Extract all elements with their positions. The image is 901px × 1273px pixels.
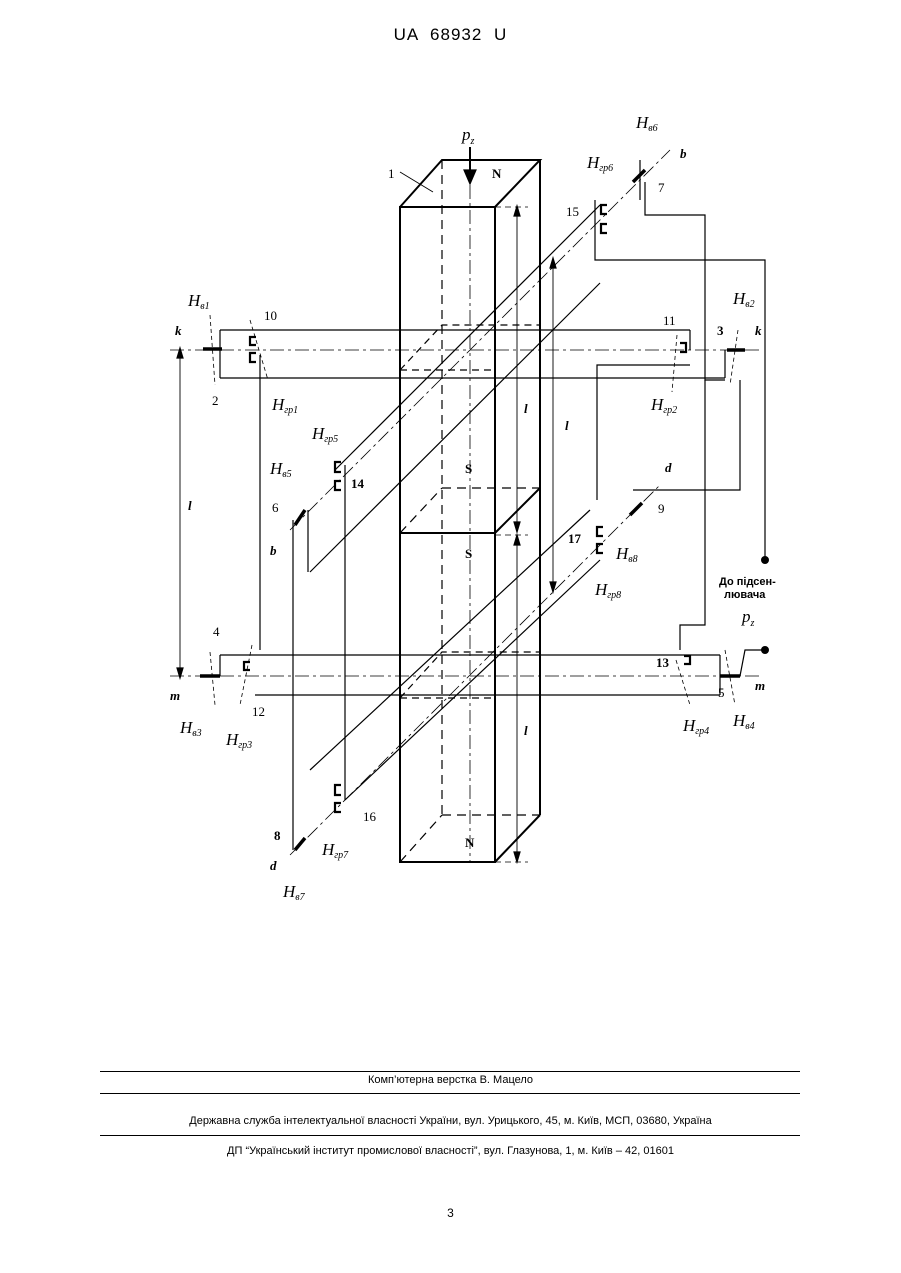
- axis-d-left: d: [270, 858, 277, 873]
- axis-b-left: b: [270, 543, 277, 558]
- footer-layout: Комп’ютерна верстка В. Мацело: [0, 1074, 901, 1086]
- axis-m-left: m: [170, 688, 180, 703]
- sensor-hgr1: Hгр1: [271, 395, 298, 416]
- sensor-hv6: Hв6: [635, 113, 658, 134]
- face-label-mid-upper: S: [465, 461, 472, 476]
- axis-k-right: k: [755, 323, 762, 338]
- footer-divider-2: [100, 1093, 800, 1094]
- footer-divider-1: [100, 1071, 800, 1072]
- label-7: 7: [658, 180, 665, 195]
- sensor-hgr7: Hгр7: [321, 840, 349, 861]
- axis-b-right: b: [680, 146, 687, 161]
- label-3: 3: [717, 323, 724, 338]
- face-label-bottom: N: [465, 835, 475, 850]
- amplifier-label-line1: До підсен-: [719, 576, 776, 588]
- sensor-hv7: Hв7: [282, 882, 306, 903]
- amplifier-label-line2: лювача: [724, 589, 766, 601]
- pz-right: pz: [741, 607, 755, 629]
- label-9: 9: [658, 501, 665, 516]
- sensor-hv8: Hв8: [615, 544, 638, 565]
- axis-m-right: m: [755, 678, 765, 693]
- face-label-mid-lower: S: [465, 546, 472, 561]
- label-14: 14: [351, 476, 365, 491]
- face-label-top: N: [492, 166, 502, 181]
- sensor-hgr6: Hгр6: [586, 153, 613, 174]
- label-13: 13: [656, 655, 670, 670]
- sensor-hgr3: Hгр3: [225, 730, 252, 751]
- sensor-hv3: Hв3: [179, 718, 202, 739]
- label-15: 15: [566, 204, 579, 219]
- footer-institute: ДП “Український інститут промислової вла…: [0, 1145, 901, 1157]
- dim-l-upper: l: [524, 401, 528, 416]
- label-6: 6: [272, 500, 279, 515]
- dim-l-left: l: [188, 498, 192, 513]
- label-8: 8: [274, 828, 281, 843]
- label-5: 5: [718, 685, 725, 700]
- sensor-hgr5: Hгр5: [311, 424, 338, 445]
- page-number: 3: [0, 1206, 901, 1220]
- dim-l-mid: l: [565, 418, 569, 433]
- footer-divider-3: [100, 1135, 800, 1136]
- sensor-hgr2: Hгр2: [650, 395, 677, 416]
- axis-k-left: k: [175, 323, 182, 338]
- label-11: 11: [663, 313, 676, 328]
- label-2: 2: [212, 393, 219, 408]
- dim-l-lower: l: [524, 723, 528, 738]
- sensor-hv2: Hв2: [732, 289, 755, 310]
- sensor-hgr8: Hгр8: [594, 580, 621, 601]
- label-17: 17: [568, 531, 582, 546]
- sensor-hgr4: Hгр4: [682, 716, 709, 737]
- label-4: 4: [213, 624, 220, 639]
- sensor-hv5: Hв5: [269, 459, 292, 480]
- footer-agency: Державна служба інтелектуальної власност…: [0, 1115, 901, 1127]
- pz-top: pz: [461, 125, 475, 147]
- axis-d-right: d: [665, 460, 672, 475]
- label-1: 1: [388, 166, 395, 181]
- sensor-hv1: Hв1: [187, 291, 210, 312]
- sensor-hv4: Hв4: [732, 711, 755, 732]
- magnet-column-front: [400, 207, 495, 862]
- label-10: 10: [264, 308, 277, 323]
- label-12: 12: [252, 704, 265, 719]
- label-16: 16: [363, 809, 377, 824]
